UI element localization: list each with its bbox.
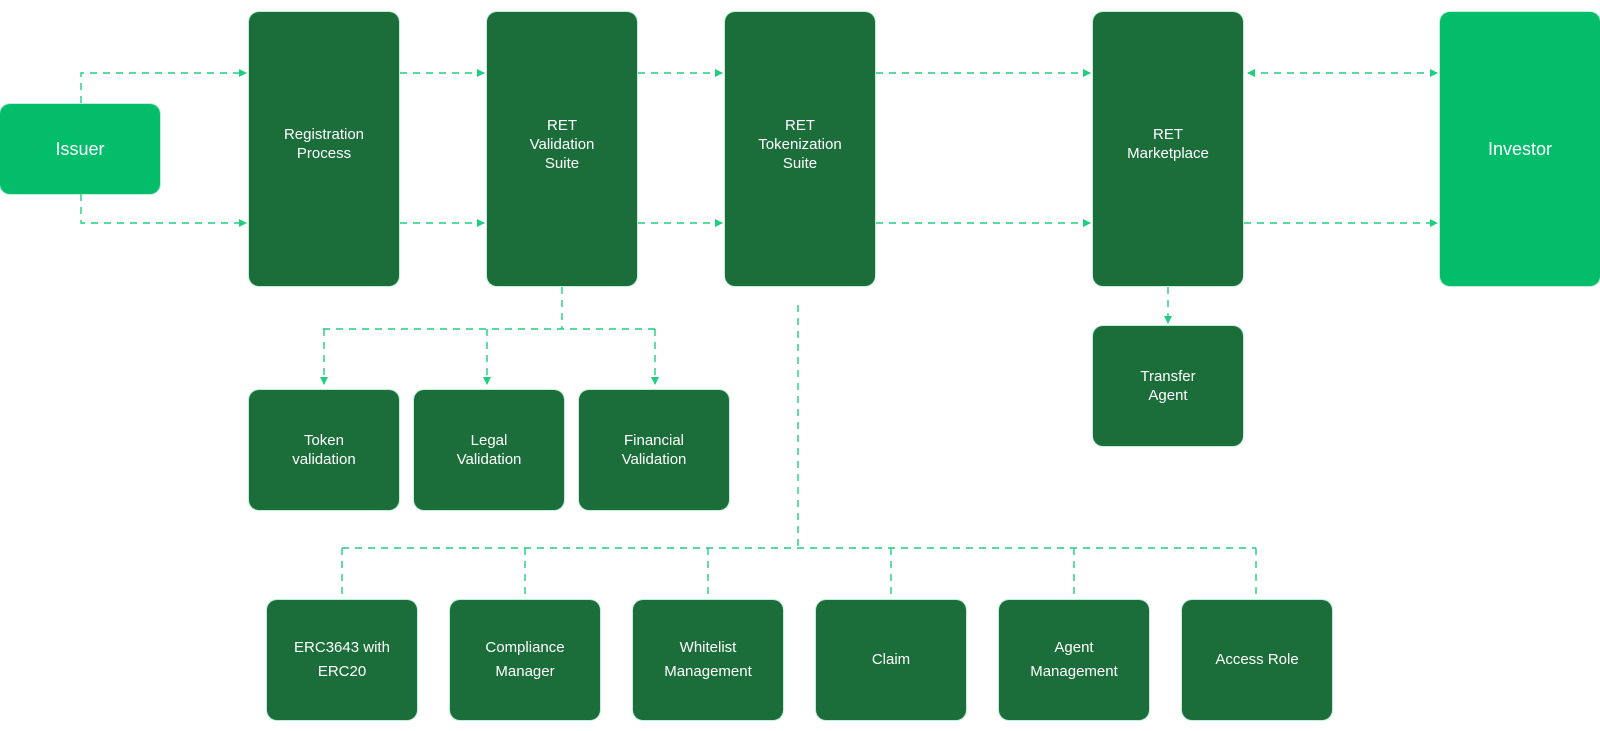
access-role-node: Access Role (1182, 600, 1332, 720)
compliance-manager-label: Compliance Manager (485, 639, 565, 680)
ret-marketplace-node: RET Marketplace (1093, 12, 1243, 286)
issuer-label: Issuer (55, 138, 105, 159)
erc3643-label: ERC3643 with ERC20 (294, 639, 390, 680)
financial-validation-label: Financial Validation (621, 432, 687, 468)
whitelist-management-node: Whitelist Management (633, 600, 783, 720)
ret-validation-suite-node: RET Validation Suite (487, 12, 637, 286)
investor-node: Investor (1440, 12, 1600, 286)
claim-label: Claim (871, 651, 911, 668)
edge-issuer-registration-top (80, 69, 247, 103)
legal-validation-label: Legal Validation (456, 432, 522, 468)
ret-validation-suite-label: RET Validation Suite (529, 116, 595, 172)
claim-node: Claim (816, 600, 966, 720)
token-validation-node: Token validation (249, 390, 399, 510)
erc3643-node: ERC3643 with ERC20 (267, 600, 417, 720)
agent-management-node: Agent Management (999, 600, 1149, 720)
issuer-node: Issuer (0, 104, 160, 194)
registration-process-label: Registration Process (283, 126, 365, 162)
ret-marketplace-label: RET Marketplace (1127, 126, 1209, 162)
financial-validation-node: Financial Validation (579, 390, 729, 510)
access-role-label: Access Role (1215, 651, 1299, 668)
registration-process-node: Registration Process (249, 12, 399, 286)
transfer-agent-label: Transfer Agent (1140, 368, 1196, 404)
compliance-manager-node: Compliance Manager (450, 600, 600, 720)
edge-issuer-registration-bottom (80, 194, 247, 227)
ret-tokenization-suite-label: RET Tokenization Suite (758, 116, 842, 172)
token-validation-label: Token validation (292, 432, 356, 468)
transfer-agent-node: Transfer Agent (1093, 326, 1243, 446)
whitelist-management-label: Whitelist Management (664, 639, 752, 680)
agent-management-label: Agent Management (1030, 639, 1118, 680)
investor-label: Investor (1487, 138, 1553, 159)
legal-validation-node: Legal Validation (414, 390, 564, 510)
ret-tokenization-suite-node: RET Tokenization Suite (725, 12, 875, 286)
